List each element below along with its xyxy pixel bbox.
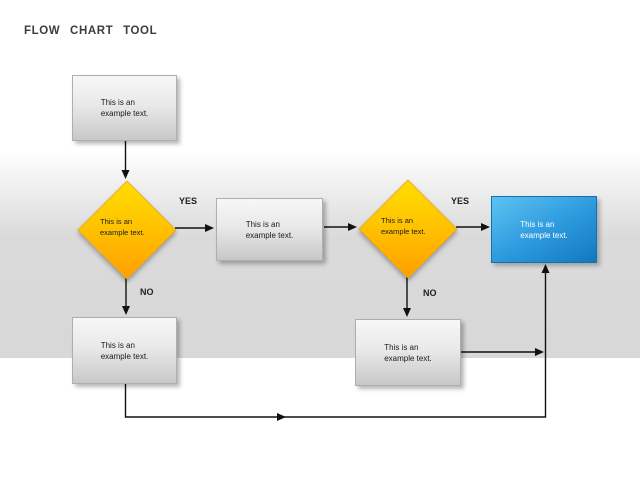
edge-label-decision2-no: NO: [423, 288, 437, 298]
edge-nobranch1-end: [124, 267, 547, 418]
node-no-branch2[interactable]: [355, 319, 461, 386]
node-no-branch1[interactable]: [72, 317, 177, 384]
node-end[interactable]: [491, 196, 597, 263]
node-process1[interactable]: [216, 198, 323, 261]
arrowhead-up-1: [541, 264, 550, 273]
arrowhead-down-1: [121, 170, 130, 179]
arrowhead-right-1: [205, 224, 214, 232]
arrowhead-right-4: [535, 348, 544, 356]
arrowhead-down-2: [122, 306, 130, 315]
arrowhead-right-2: [348, 223, 357, 231]
edge-label-decision1-no: NO: [140, 287, 154, 297]
arrowhead-mid-right: [277, 413, 286, 421]
edge-label-decision1-yes: YES: [179, 196, 198, 206]
node-start[interactable]: [72, 75, 177, 141]
page-title: FLOW CHART TOOL: [24, 25, 158, 37]
arrowhead-down-3: [403, 308, 411, 317]
edge-label-decision2-yes: YES: [451, 196, 470, 206]
arrowhead-right-3: [481, 223, 490, 231]
